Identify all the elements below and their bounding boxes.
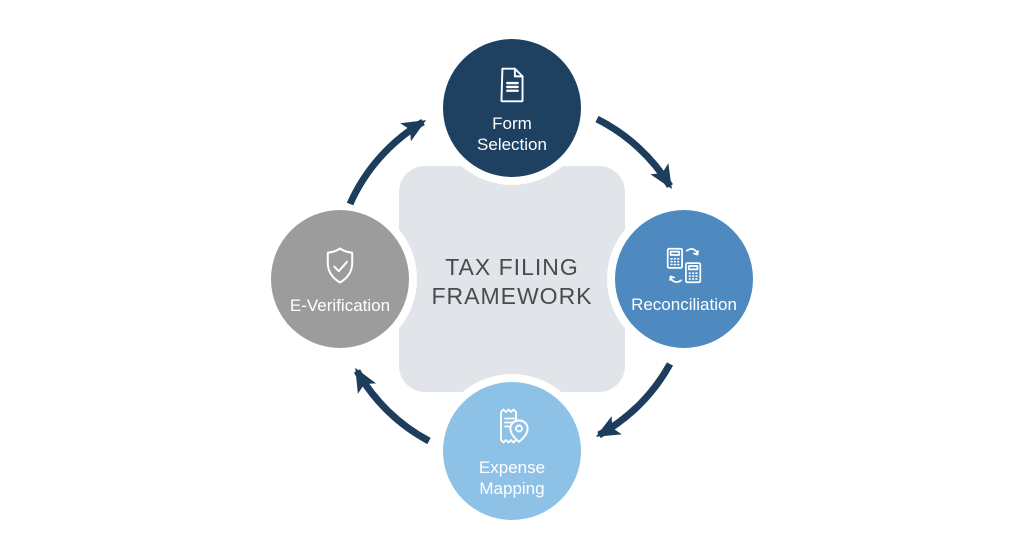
node-form-selection: Form Selection [443, 39, 581, 177]
node-expense-mapping: Expense Mapping [443, 382, 581, 520]
node-label-line1: Reconciliation [631, 295, 737, 314]
arrow-everification-to-formselection [346, 118, 427, 206]
node-label-line2: Selection [477, 134, 547, 154]
node-label-line1: Expense [478, 457, 546, 477]
title-line-2: FRAMEWORK [431, 283, 593, 309]
node-label-line1: Form [492, 113, 532, 133]
shield-check-icon [326, 247, 354, 284]
arrow-formselection-to-reconciliation [595, 115, 673, 190]
node-label: Expense Mapping [479, 457, 545, 499]
title-line-1: TAX FILING [445, 254, 579, 280]
arrow-reconciliation-to-expensemapping [595, 362, 674, 439]
node-reconciliation: Reconciliation [615, 210, 753, 348]
node-label: Reconciliation [631, 294, 737, 315]
diagram-title: TAX FILING FRAMEWORK [431, 253, 592, 311]
center-shape [399, 166, 625, 392]
arrow-expensemapping-to-everification [353, 367, 431, 445]
document-icon [500, 67, 524, 102]
node-label: Form Selection [477, 113, 547, 155]
receipt-location-icon [500, 408, 529, 443]
node-label-line1: E-Verification [289, 296, 391, 315]
node-label: E-Verification [290, 295, 390, 316]
node-label-line2: Mapping [479, 478, 545, 498]
node-e-verification: E-Verification [271, 210, 409, 348]
calculator-swap-icon [666, 247, 702, 284]
